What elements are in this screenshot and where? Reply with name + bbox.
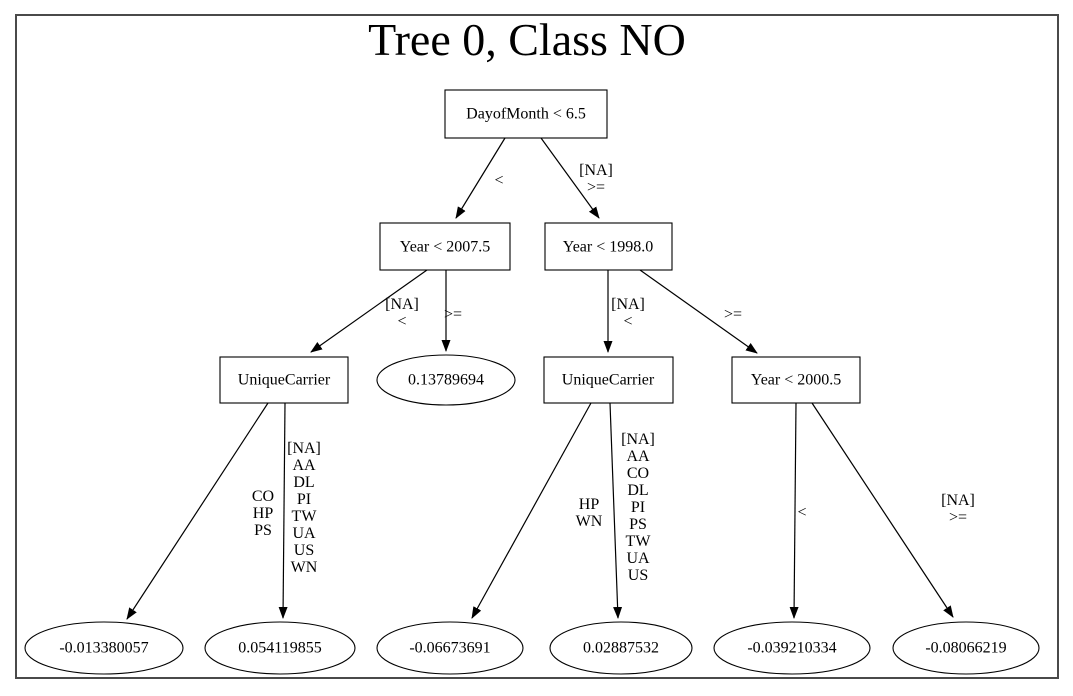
edge-label-carrier-left-codes: CO HP PS xyxy=(252,488,274,539)
edge-label-line: >= xyxy=(586,179,606,196)
edge-year1998-to-year2000 xyxy=(639,269,758,354)
node-year2007-box xyxy=(379,222,511,271)
node-leaf-2-label: 0.054119855 xyxy=(238,639,322,657)
node-leaf-6-ellipse xyxy=(892,621,1040,675)
edge-label-carrier-left-na-codes: [NA] AA DL PI TW UA US WN xyxy=(287,440,321,576)
node-year1998-label: Year < 1998.0 xyxy=(562,238,654,256)
edge-label-line: >= xyxy=(723,306,743,323)
edge-year2007-to-carrier-left xyxy=(310,269,428,353)
edge-label-line: < xyxy=(397,313,407,330)
edge-year2000-to-leaf-5 xyxy=(789,402,799,619)
edge-label-root-right: [NA] >= xyxy=(579,162,613,196)
edge-label-year2007-right: >= xyxy=(444,306,462,323)
node-leaf-6-label: -0.08066219 xyxy=(925,639,1007,657)
node-leaf-4-ellipse xyxy=(549,621,693,675)
edge-label-line: < xyxy=(494,172,504,189)
edge-label-year2000-left: < xyxy=(797,504,806,521)
node-leaf-mid-ellipse xyxy=(376,354,516,406)
edge-label-line: AA xyxy=(292,457,316,474)
node-year1998-box xyxy=(544,222,673,271)
edge-label-line: UA xyxy=(626,550,650,567)
edge-root-to-year2007 xyxy=(455,137,506,219)
node-year2000-label: Year < 2000.5 xyxy=(750,371,842,389)
edge-label-line: PS xyxy=(629,516,647,533)
node-leaf-1-ellipse xyxy=(24,621,184,675)
edge-label-line: CO xyxy=(251,488,275,505)
node-leaf-4-label: 0.02887532 xyxy=(583,639,659,657)
node-root-box xyxy=(444,89,608,139)
node-leaf-2-ellipse xyxy=(204,621,356,675)
edge-label-line: [NA] xyxy=(941,492,975,509)
edge-label-line: DL xyxy=(627,482,649,499)
edge-carrier-right-to-leaf-3 xyxy=(471,402,592,619)
edge-label-line: [NA] xyxy=(621,431,655,448)
edge-label-line: HP xyxy=(578,496,600,513)
edge-label-root-left: < xyxy=(494,172,503,189)
node-leaf-mid-label: 0.13789694 xyxy=(408,371,484,389)
edge-label-line: PI xyxy=(296,491,312,508)
node-carrier-left-box xyxy=(219,356,349,404)
edge-label-line: UA xyxy=(292,525,316,542)
edge-label-line: WN xyxy=(575,513,603,530)
edge-root-to-year1998 xyxy=(540,137,600,219)
edge-label-carrier-right-codes: HP WN xyxy=(576,496,603,530)
node-root-label: DayofMonth < 6.5 xyxy=(466,105,586,123)
node-leaf-5-label: -0.039210334 xyxy=(747,639,837,657)
edge-label-year2007-left: [NA] < xyxy=(385,296,419,330)
edge-label-line: DL xyxy=(293,474,315,491)
node-carrier-right-box xyxy=(543,356,674,404)
node-carrier-left-label: UniqueCarrier xyxy=(237,371,331,389)
edge-label-line: TW xyxy=(291,508,317,525)
edge-label-line: [NA] xyxy=(579,162,613,179)
node-leaf-3-label: -0.06673691 xyxy=(409,639,491,657)
edge-label-line: < xyxy=(623,313,633,330)
diagram-title: Tree 0, Class NO xyxy=(368,14,686,65)
edge-label-line: < xyxy=(797,504,807,521)
edge-label-line: US xyxy=(293,542,315,559)
edge-label-line: PS xyxy=(254,522,272,539)
edge-carrier-right-to-leaf-4 xyxy=(609,402,623,619)
edge-label-carrier-right-na-codes: [NA] AA CO DL PI PS TW UA US xyxy=(621,431,655,584)
edge-label-line: HP xyxy=(252,505,274,522)
node-leaf-1-label: -0.013380057 xyxy=(59,639,149,657)
edge-label-line: [NA] xyxy=(611,296,645,313)
edge-label-line: US xyxy=(627,567,649,584)
node-year2007-label: Year < 2007.5 xyxy=(399,238,491,256)
edge-label-line: CO xyxy=(626,465,650,482)
node-year2000-box xyxy=(731,356,861,404)
edge-label-line: PI xyxy=(630,499,646,516)
edge-label-line: AA xyxy=(626,448,650,465)
edge-label-line: TW xyxy=(625,533,651,550)
edge-label-year2000-right: [NA] >= xyxy=(941,492,975,526)
edge-label-year1998-right: >= xyxy=(724,306,742,323)
edge-year2000-to-leaf-6 xyxy=(811,402,954,618)
edge-label-line: >= xyxy=(443,306,463,323)
edge-label-line: [NA] xyxy=(287,440,321,457)
edge-label-line: [NA] xyxy=(385,296,419,313)
edge-label-line: >= xyxy=(948,509,968,526)
node-leaf-5-ellipse xyxy=(713,621,871,675)
node-leaf-3-ellipse xyxy=(376,621,524,675)
edge-label-year1998-left: [NA] < xyxy=(611,296,645,330)
edge-label-line: WN xyxy=(290,559,318,576)
diagram-border xyxy=(15,14,1059,679)
node-carrier-right-label: UniqueCarrier xyxy=(561,371,655,389)
edge-carrier-left-to-leaf-1 xyxy=(126,402,269,620)
edge-carrier-left-to-leaf-2 xyxy=(278,402,288,619)
